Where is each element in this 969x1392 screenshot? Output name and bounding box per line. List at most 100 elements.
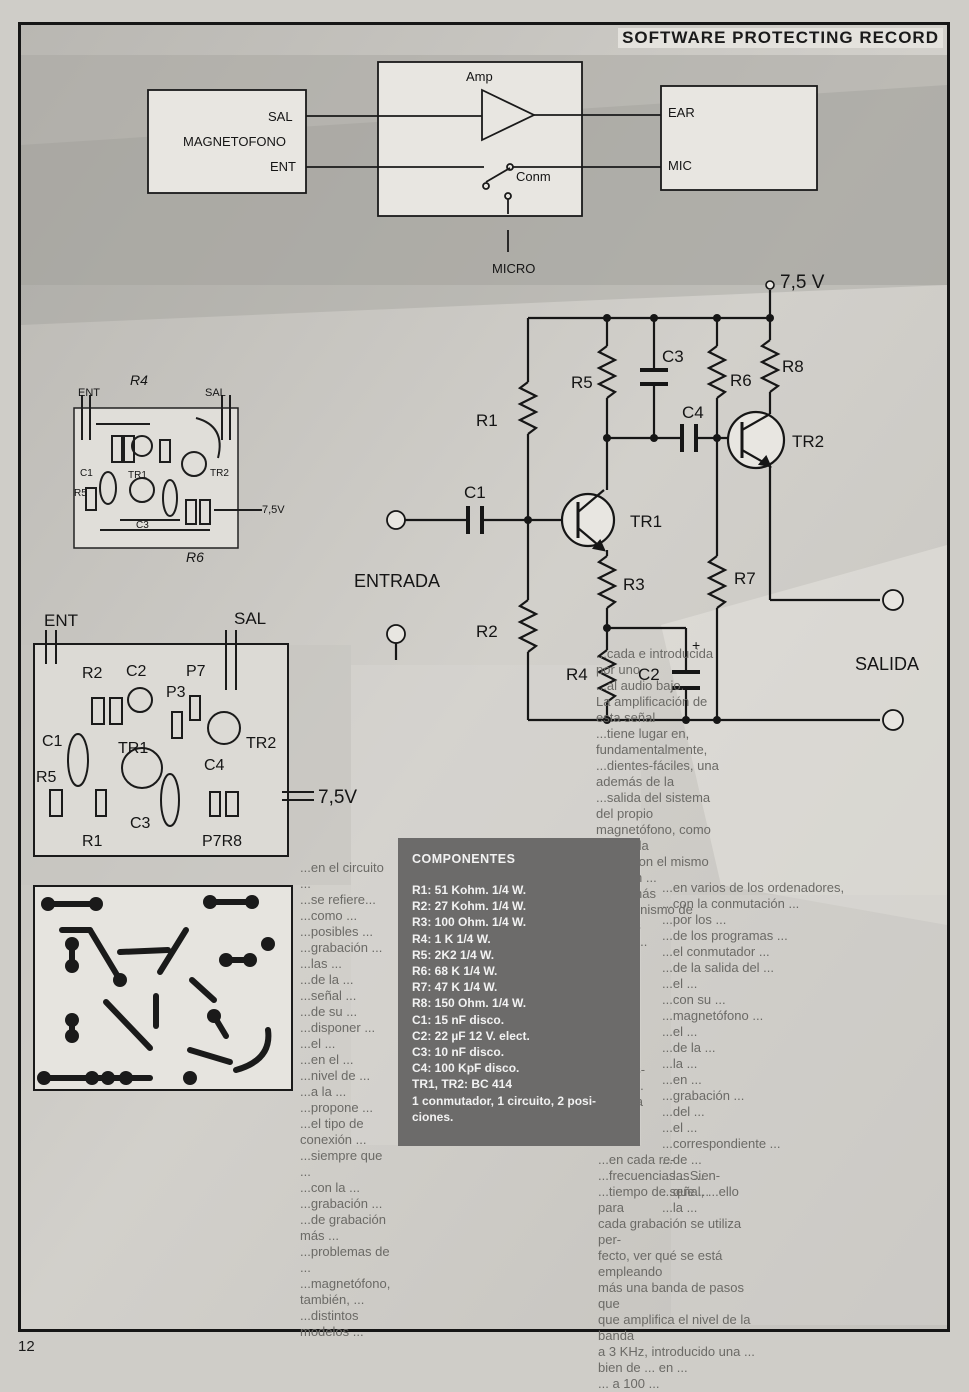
input-label: ENTRADA bbox=[354, 571, 440, 591]
header-title: SOFTWARE PROTECTING RECORD bbox=[618, 28, 943, 48]
mic-label: MIC bbox=[668, 158, 692, 173]
components-list: R1: 51 Kohm. 1/4 W. R2: 27 Kohm. 1/4 W. … bbox=[412, 882, 626, 1125]
r4-label: R4 bbox=[566, 665, 588, 684]
amp-switch-block bbox=[377, 61, 583, 217]
c2-label: C2 bbox=[638, 665, 660, 684]
article-line: ...las ... bbox=[300, 956, 342, 971]
components-box: COMPONENTES R1: 51 Kohm. 1/4 W. R2: 27 K… bbox=[398, 838, 640, 1146]
article-line: ...grabación ... bbox=[300, 1196, 383, 1211]
ear-label: EAR bbox=[668, 105, 695, 120]
article-line: ...distintos modelos ... bbox=[300, 1308, 364, 1339]
article-line: ...al audio bajo. bbox=[596, 678, 685, 693]
amp-label: Amp bbox=[466, 69, 493, 84]
board-c3-label: C3 bbox=[136, 520, 149, 531]
layout-r2-label: R2 bbox=[82, 665, 103, 682]
board-r4-handwritten: R4 bbox=[130, 372, 148, 388]
r6-label: R6 bbox=[730, 371, 752, 390]
article-line: ...grabación ... bbox=[662, 1088, 745, 1103]
article-line: ...dientes-fáciles, una además de la bbox=[596, 758, 719, 789]
article-line: ...el ... bbox=[662, 1120, 698, 1135]
supply-voltage-label: 7,5 V bbox=[780, 272, 825, 293]
recorder-sal-label: SAL bbox=[268, 109, 293, 124]
components-title: COMPONENTES bbox=[412, 852, 516, 866]
article-line: ...las ... bbox=[662, 1168, 704, 1183]
schematic bbox=[386, 280, 904, 731]
article-line: ...tiene lugar en, fundamentalmente, bbox=[596, 726, 708, 757]
article-line: bien de ... en ... bbox=[598, 1360, 688, 1375]
component-item: R6: 68 K 1/4 W. bbox=[412, 964, 498, 979]
component-item: TR1, TR2: BC 414 bbox=[412, 1077, 513, 1092]
article-line: ...de grabación más ... bbox=[300, 1212, 387, 1243]
article-line: ...como ... bbox=[300, 908, 358, 923]
component-item: C3: 10 nF disco. bbox=[412, 1045, 505, 1060]
article-line: ...se refiere... bbox=[300, 892, 376, 907]
article-line: ...de ... bbox=[662, 1152, 702, 1167]
c4-label: C4 bbox=[682, 403, 704, 422]
article-line: ...problemas de ... bbox=[300, 1244, 390, 1275]
layout-p7-label: P7 bbox=[186, 663, 206, 680]
article-line: ...disponer ... bbox=[300, 1020, 376, 1035]
article-line: ...del ... bbox=[662, 1104, 705, 1119]
board-c1-label: C1 bbox=[80, 468, 93, 479]
c2-plus-sign: + bbox=[692, 637, 700, 653]
component-item: R8: 150 Ohm. 1/4 W. bbox=[412, 996, 527, 1011]
pcb-trace-drawing bbox=[33, 885, 293, 1091]
board-r6-handwritten: R6 bbox=[186, 549, 204, 565]
layout-r5-label: R5 bbox=[36, 769, 57, 786]
component-item: R5: 2K2 1/4 W. bbox=[412, 947, 495, 962]
article-line: ...nivel de ... bbox=[300, 1068, 371, 1083]
tr1-label: TR1 bbox=[630, 512, 662, 531]
component-item: ciones. bbox=[412, 1109, 454, 1124]
article-line: ...cada e introducida por uno bbox=[596, 646, 714, 677]
schematic-junctions bbox=[524, 314, 774, 724]
component-item: C4: 100 KpF disco. bbox=[412, 1061, 520, 1076]
article-line: ...de la ... bbox=[662, 1040, 716, 1055]
diagram-layer: SAL MAGNETOFONO ENT Amp Conm EAR MIC MIC… bbox=[33, 61, 919, 1091]
article-line: ...frecuencias ...Sien- bbox=[598, 1168, 721, 1183]
board-r5-label: R5 bbox=[74, 488, 87, 499]
layout-sal-label: SAL bbox=[234, 609, 266, 628]
component-item: 1 conmutador, 1 circuito, 2 posi- bbox=[412, 1093, 597, 1108]
article-line: ...el ... bbox=[662, 1024, 698, 1039]
layout-c1-label: C1 bbox=[42, 733, 63, 750]
article-line: ...grabación ... bbox=[300, 940, 383, 955]
switch-label: Conm bbox=[516, 169, 551, 184]
article-line: que amplifica el nivel de la banda bbox=[598, 1312, 751, 1343]
article-line: ...con la conmutación ... bbox=[662, 896, 800, 911]
block-diagram bbox=[147, 61, 818, 252]
article-line: ...en ... bbox=[662, 1072, 702, 1087]
article-line: ...de los programas ... bbox=[662, 928, 788, 943]
page-number: 12 bbox=[18, 1338, 35, 1355]
article-line: ...magnetófono ... bbox=[662, 1008, 764, 1023]
layout-ent-label: ENT bbox=[44, 611, 78, 630]
component-item: C1: 15 nF disco. bbox=[412, 1012, 505, 1027]
article-line: ...el conmutador ... bbox=[662, 944, 770, 959]
layout-p7r8-label: P7R8 bbox=[202, 833, 242, 850]
board-sal-label: SAL bbox=[205, 387, 226, 399]
tr2-label: TR2 bbox=[792, 432, 824, 451]
article-column: ...en varios de los ordenadores,...con l… bbox=[662, 880, 932, 1216]
article-line: ...tiempo de señal, ...ello para bbox=[598, 1184, 739, 1215]
r8-label: R8 bbox=[782, 357, 804, 376]
board-tr2-label: TR2 bbox=[210, 468, 229, 479]
component-layout bbox=[33, 630, 314, 857]
article-line: La amplificación de esta señal bbox=[596, 694, 708, 725]
c3-label: C3 bbox=[662, 347, 684, 366]
layout-tr1-label: TR1 bbox=[118, 740, 148, 757]
layout-voltage-label: 7,5V bbox=[318, 787, 357, 808]
article-column: ...en el circuito ......se refiere......… bbox=[300, 860, 390, 1340]
recorder-block bbox=[147, 89, 307, 194]
article-line: ...la ... bbox=[662, 1200, 698, 1215]
article-line: ...propone ... bbox=[300, 1100, 373, 1115]
r1-label: R1 bbox=[476, 411, 498, 430]
article-line: ...en cada re- bbox=[598, 1152, 675, 1167]
amplifier-symbol bbox=[481, 88, 537, 142]
article-line: fecto, ver qué se está empleando bbox=[598, 1248, 723, 1279]
r5-label: R5 bbox=[571, 373, 593, 392]
component-item: C2: 22 µF 12 V. elect. bbox=[412, 1028, 530, 1043]
layout-tr2-label: TR2 bbox=[246, 735, 276, 752]
article-line: ...que ... bbox=[662, 1184, 709, 1199]
article-line: ...con su ... bbox=[662, 992, 726, 1007]
article-line: ...de la salida del ... bbox=[662, 960, 775, 975]
article-line: ...posibles ... bbox=[300, 924, 373, 939]
